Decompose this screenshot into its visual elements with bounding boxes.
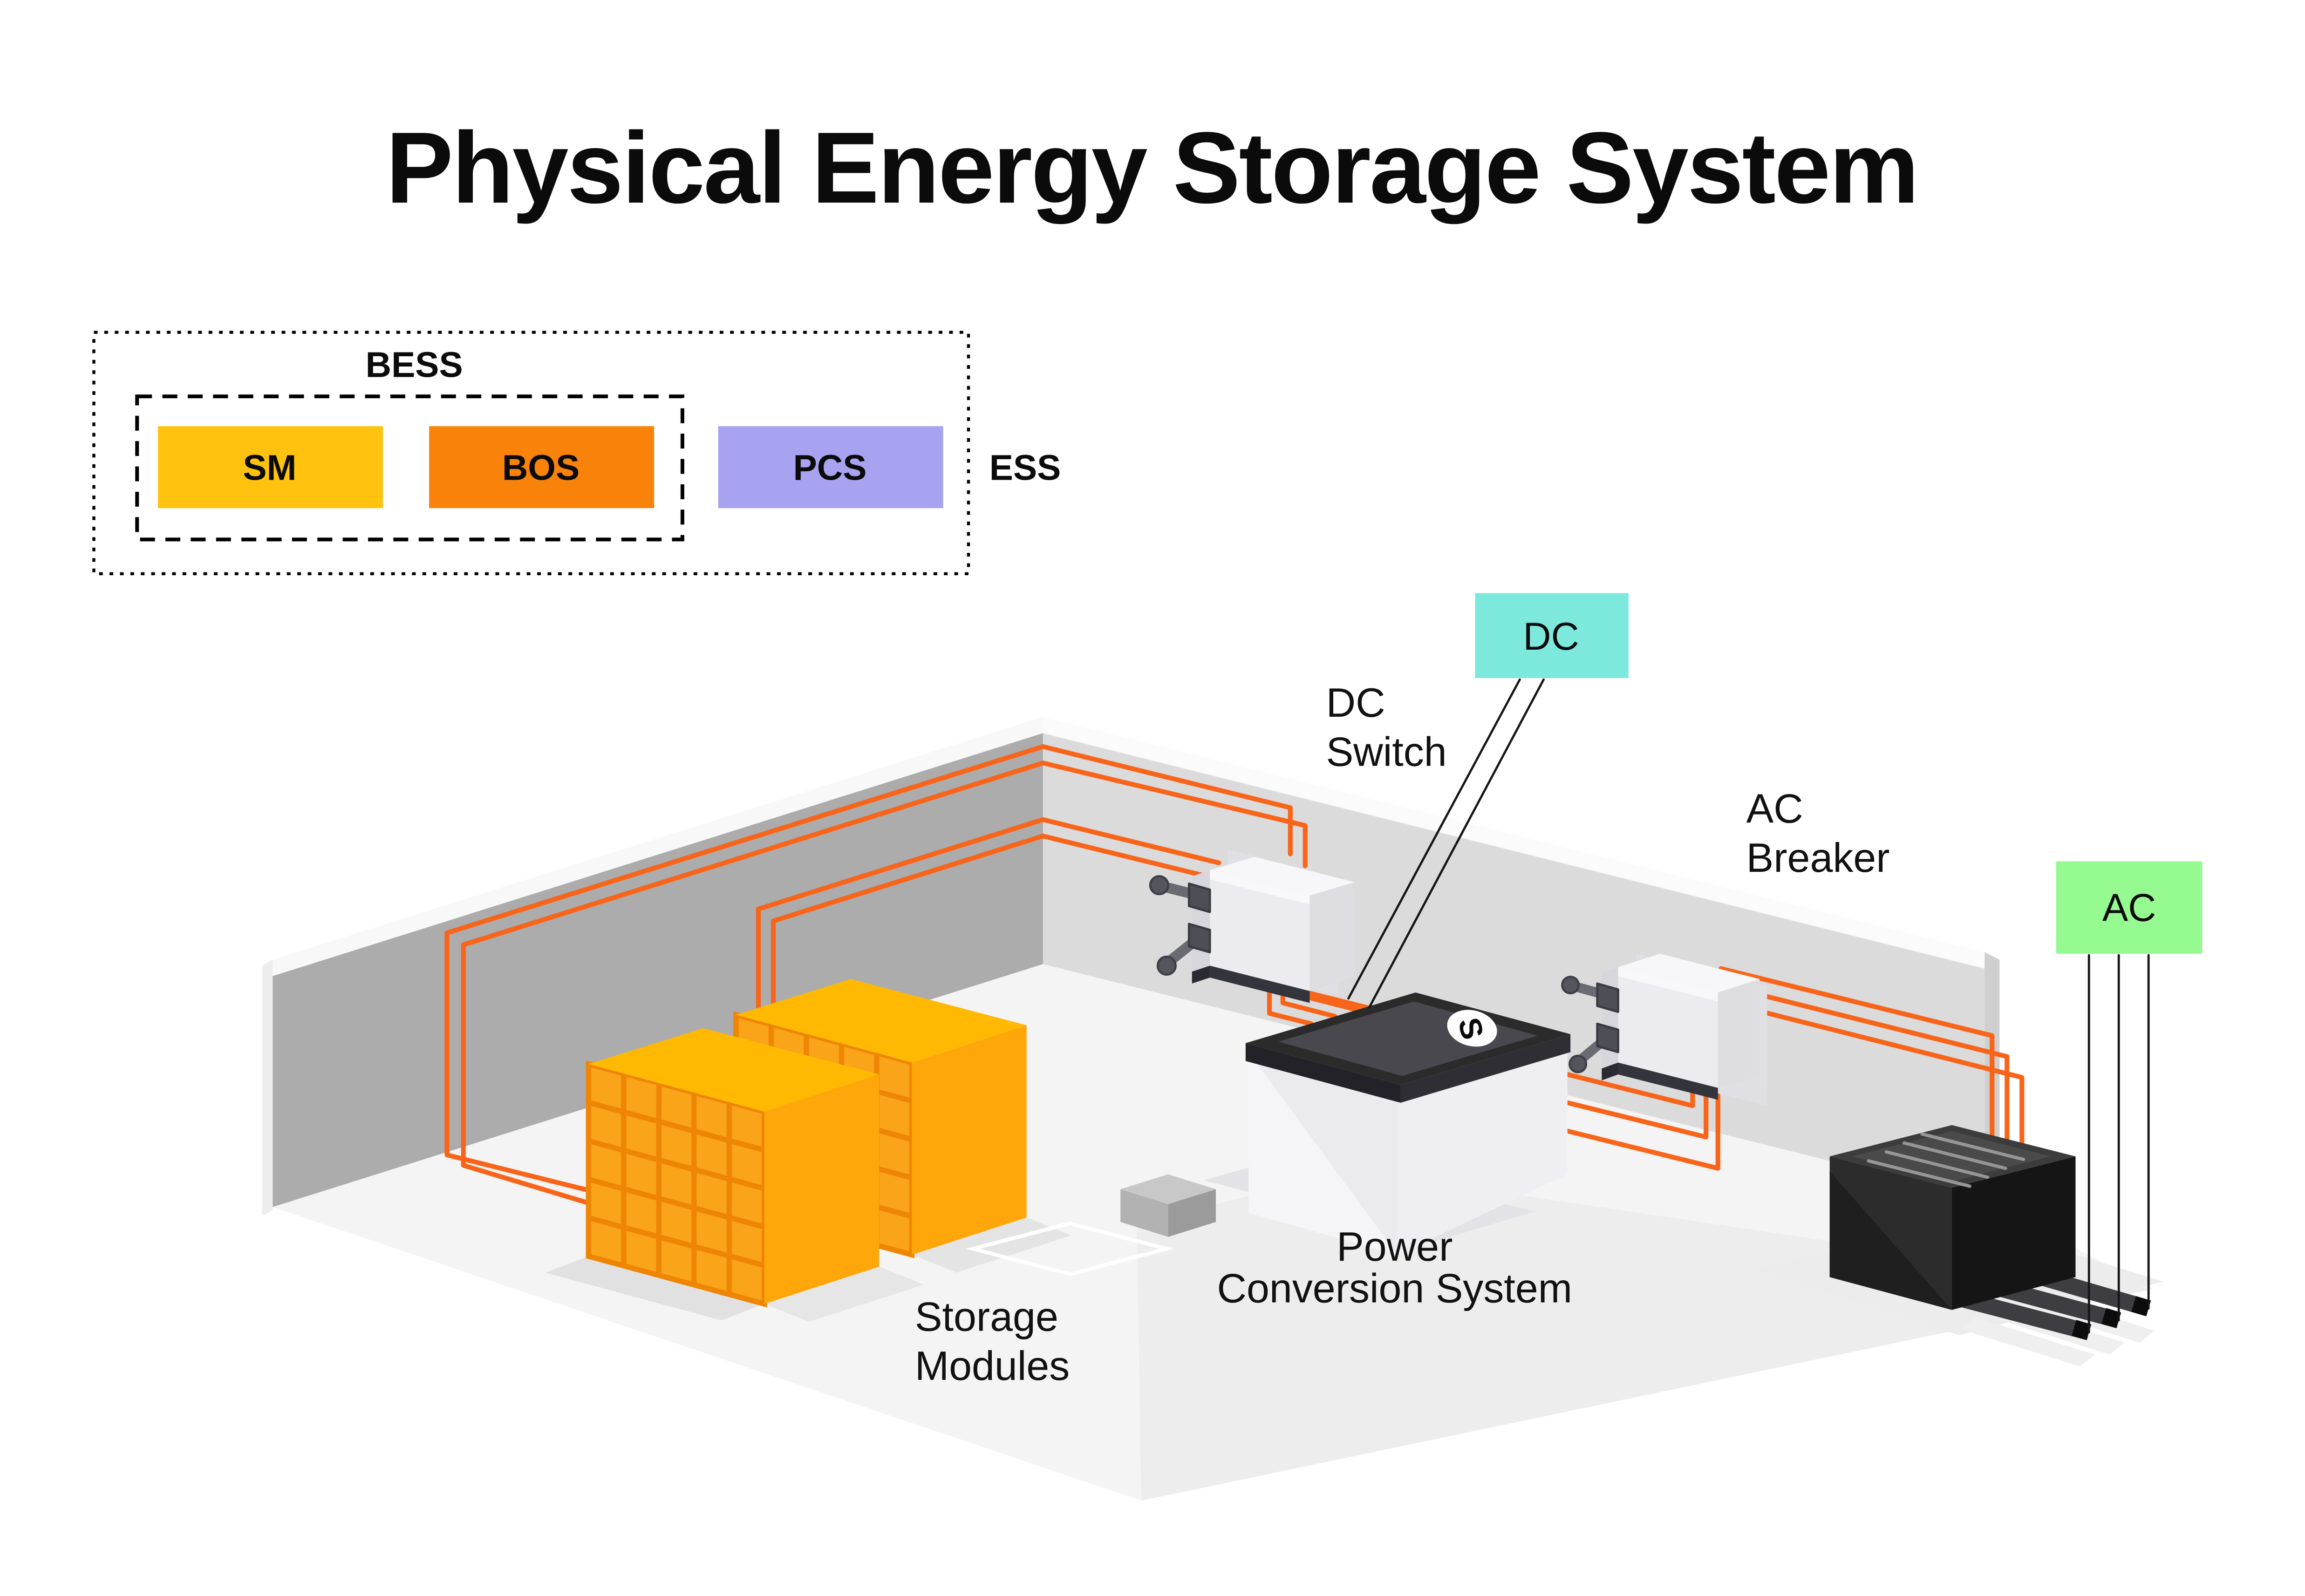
junction-right-face <box>1168 1189 1216 1237</box>
dc-switch-front-face <box>1210 870 1310 991</box>
pcs-body-right-face <box>1398 1043 1568 1255</box>
floor-marking <box>965 1221 1174 1276</box>
wire-bt-3 <box>1719 999 2025 1150</box>
junction-left-face <box>1120 1189 1168 1237</box>
module2-top-face <box>736 979 1027 1063</box>
pointer-lines <box>1347 678 2150 1334</box>
transformer-conduit-3-cap <box>2131 1296 2151 1317</box>
ac-breaker-plate <box>1596 1022 1619 1053</box>
module1-top-face <box>588 1028 880 1112</box>
ac-breaker-plate <box>1596 982 1619 1013</box>
ac-breaker-handle-lower <box>1568 1022 1619 1073</box>
legend-bos-box <box>429 426 655 509</box>
storage-module-1 <box>586 1028 880 1308</box>
pcs-lid-left-edge <box>1245 1043 1401 1103</box>
dc-switch-front-highlight <box>1210 870 1310 905</box>
legend-sm-box <box>158 426 383 509</box>
legend-bos-label: BOS <box>502 448 580 488</box>
ac-breaker-knob-icon <box>1568 1054 1588 1073</box>
ac-breaker-left-face <box>1602 967 1618 1069</box>
dc-switch-top-face <box>1210 856 1355 896</box>
transformer-vents-icon <box>1867 1132 2025 1188</box>
ess-label: ESS <box>989 448 1061 488</box>
ac-breaker-handle-upper <box>1561 976 1619 1013</box>
page-title: Physical Energy Storage System <box>386 111 1918 224</box>
dc-pointer-line-2 <box>1368 678 1545 1009</box>
transformer-conduit-1 <box>1962 1291 2091 1340</box>
storage-modules-label-line1: Storage <box>915 1293 1058 1339</box>
dc-switch-knob-icon <box>1156 955 1177 976</box>
left-wall-top-edge <box>273 717 1043 976</box>
wire-bt-1 <box>1719 966 1995 1141</box>
dc-tag-box <box>1475 593 1629 678</box>
ac-breaker-base <box>1618 1062 1718 1100</box>
wire-module1-a <box>444 744 1293 1196</box>
ac-breaker-knob-icon <box>1561 976 1580 995</box>
legend-sm-label: SM <box>243 448 296 488</box>
dc-wires <box>444 744 1308 1209</box>
dc-switch-base <box>1210 965 1310 1003</box>
left-wall-side-edge <box>262 959 273 1216</box>
module1-grid-face <box>588 1064 764 1304</box>
module2-right-face <box>912 1025 1027 1255</box>
ac-breaker-device <box>1561 953 1767 1106</box>
bess-dashed-box <box>135 394 684 542</box>
transformer-conduit-2 <box>1994 1279 2121 1329</box>
breaker-to-transformer-wires <box>1719 966 2025 1150</box>
ac-breaker-right-face <box>1718 979 1760 1088</box>
dc-switch-device <box>1149 849 1355 1003</box>
dc-switch-handle-upper <box>1149 875 1211 913</box>
ac-tag-box <box>2056 861 2203 954</box>
dc-switch-plate <box>1187 923 1211 954</box>
dc-switch-right-face <box>1309 882 1355 991</box>
scene-labels: DC Switch AC Breaker Storage Modules Pow… <box>915 679 1890 1389</box>
junction-box <box>1120 1174 1216 1237</box>
dc-switch-handle-lower <box>1156 923 1211 976</box>
right-wall-top-edge <box>1043 717 1985 969</box>
module1-right-face <box>764 1074 880 1304</box>
transformer-conduit-2-cap <box>2101 1308 2121 1328</box>
pcs-lid-right-edge <box>1400 1034 1571 1103</box>
dc-switch-label-line1: DC <box>1326 679 1385 726</box>
pcs-body-shade <box>1248 1052 1398 1255</box>
pcs-logo-badge <box>1447 1010 1497 1047</box>
dc-tag-label: DC <box>1523 615 1579 658</box>
conduit-shadow <box>1961 1317 2095 1367</box>
wire-module1-b <box>461 761 1308 1209</box>
module1-front-shadow <box>764 1266 924 1322</box>
ac-breaker-label-line1: AC <box>1746 785 1803 831</box>
legend-pcs-label: PCS <box>793 448 867 488</box>
ac-tag-label: AC <box>2102 886 2156 929</box>
transformer-device <box>1829 1125 2155 1367</box>
legend-pcs-box <box>718 426 943 509</box>
transformer-conduit-1-cap <box>2072 1320 2092 1340</box>
dc-pointer-line-1 <box>1347 678 1521 1000</box>
ac-breaker-top-face <box>1618 953 1760 993</box>
dc-switch-plate <box>1187 883 1211 913</box>
wire-sw-1 <box>1267 981 1314 1026</box>
legend: BESS SM BOS PCS ESS <box>92 331 1061 576</box>
pcs-device: S <box>1245 992 1571 1255</box>
ac-breaker-front-face <box>1618 967 1718 1088</box>
wire-module2-b <box>771 833 1221 1016</box>
dc-switch-knob-icon <box>1149 875 1169 896</box>
ac-breaker-front-highlight <box>1618 967 1718 1002</box>
bess-label: BESS <box>366 346 463 385</box>
dc-switch-label-line2: Switch <box>1326 729 1447 775</box>
module1-shadow <box>545 1256 764 1321</box>
storage-modules-label-line2: Modules <box>915 1343 1070 1389</box>
pcs-label-line2: Conversion System <box>1217 1265 1572 1311</box>
pcs-label-line1: Power <box>1337 1223 1453 1270</box>
ac-breaker-label-line2: Breaker <box>1746 835 1890 881</box>
wire-bt-2 <box>1719 982 2010 1146</box>
wire-module2-a <box>756 817 1221 1010</box>
transformer-right-face <box>1951 1156 2076 1310</box>
